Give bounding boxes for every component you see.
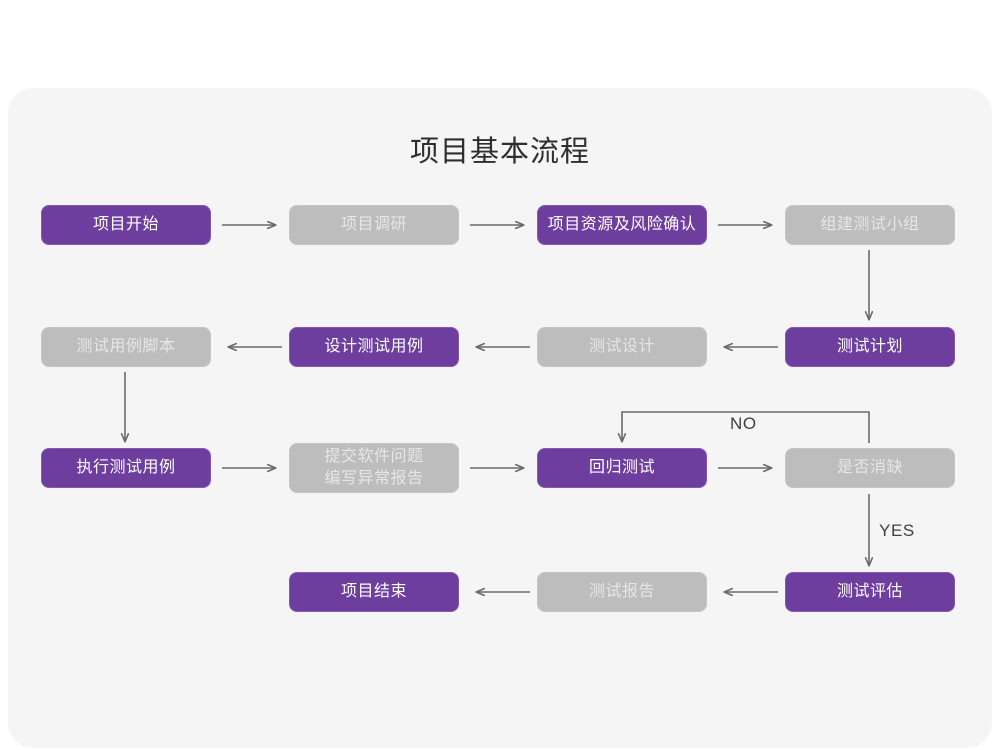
flowchart-card [8,88,992,748]
node-design-test-case[interactable]: 设计测试用例 [289,327,459,367]
edge-label-no: NO [730,414,757,433]
edge-label-yes: YES [879,521,915,540]
node-form-test-team[interactable]: 组建测试小组 [785,205,955,245]
node-submit-issue-report[interactable]: 提交软件问题 编写异常报告 [289,443,459,493]
node-project-end[interactable]: 项目结束 [289,572,459,612]
node-test-case-script[interactable]: 测试用例脚本 [41,327,211,367]
node-resource-risk-confirm[interactable]: 项目资源及风险确认 [537,205,707,245]
node-defect-cleared[interactable]: 是否消缺 [785,448,955,488]
node-test-report[interactable]: 测试报告 [537,572,707,612]
node-test-design[interactable]: 测试设计 [537,327,707,367]
node-test-plan[interactable]: 测试计划 [785,327,955,367]
node-regression-test[interactable]: 回归测试 [537,448,707,488]
node-execute-test-case[interactable]: 执行测试用例 [41,448,211,488]
node-test-evaluation[interactable]: 测试评估 [785,572,955,612]
page-title: 项目基本流程 [409,136,590,168]
node-project-start[interactable]: 项目开始 [41,205,211,245]
node-project-research[interactable]: 项目调研 [289,205,459,245]
